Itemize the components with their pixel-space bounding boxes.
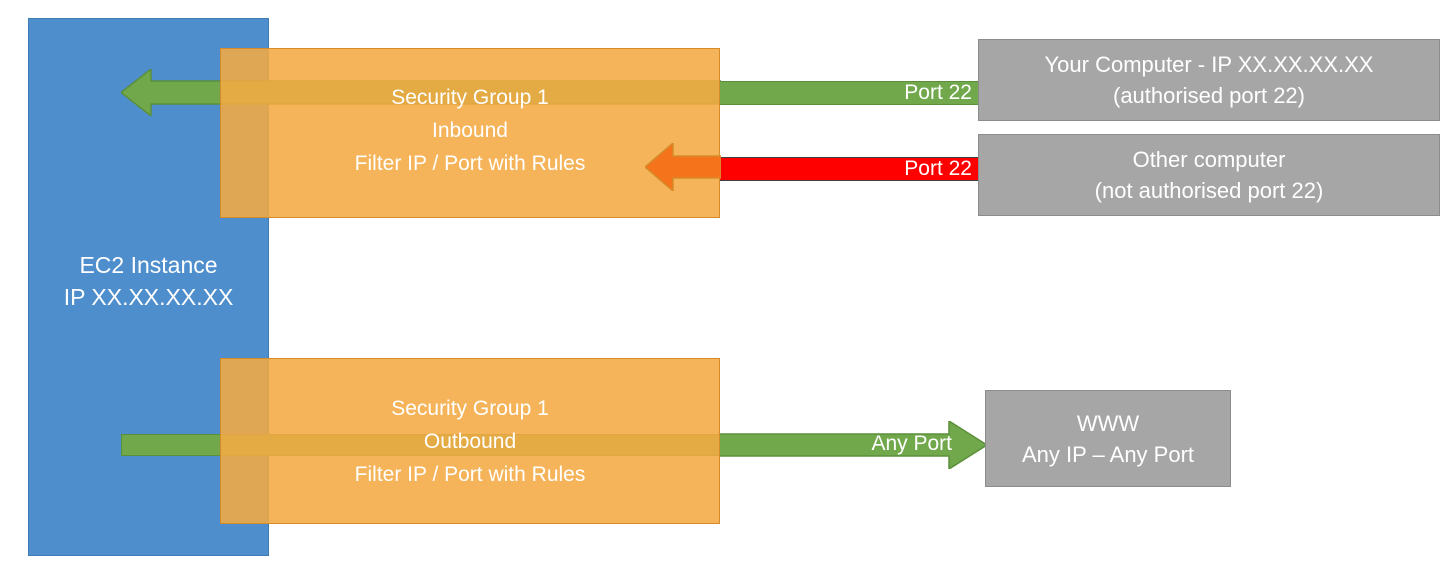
blocked-port22-label: Port 22 xyxy=(904,157,972,180)
endpoint-your-computer-box: Your Computer - IP XX.XX.XX.XX (authoris… xyxy=(978,39,1440,121)
allowed-anyport-label: Any Port xyxy=(871,432,952,455)
blocked-port22-bar xyxy=(719,157,979,181)
www-line1: WWW xyxy=(1076,410,1140,436)
other-computer-line1: Other computer xyxy=(1132,147,1286,172)
allowed-port22-label: Port 22 xyxy=(904,81,972,104)
security-group-outbound-box xyxy=(220,358,720,524)
security-group-inbound-box xyxy=(220,48,720,218)
endpoint-other-computer-box: Other computer (not authorised port 22) xyxy=(978,134,1440,216)
allowed-outbound-arrow-icon xyxy=(719,421,987,469)
blocked-inbound-arrow-icon xyxy=(645,143,721,191)
ec2-instance-label: EC2 Instance IP XX.XX.XX.XX xyxy=(63,252,234,310)
www-line2: Any IP – Any Port xyxy=(1021,441,1195,467)
other-computer-line2: (not authorised port 22) xyxy=(1094,178,1324,203)
your-computer-line1: Your Computer - IP XX.XX.XX.XX xyxy=(1044,52,1374,77)
your-computer-line2: (authorised port 22) xyxy=(1113,83,1305,108)
allowed-port22-bar xyxy=(719,81,979,105)
endpoint-www-box: WWW Any IP – Any Port xyxy=(985,390,1231,487)
